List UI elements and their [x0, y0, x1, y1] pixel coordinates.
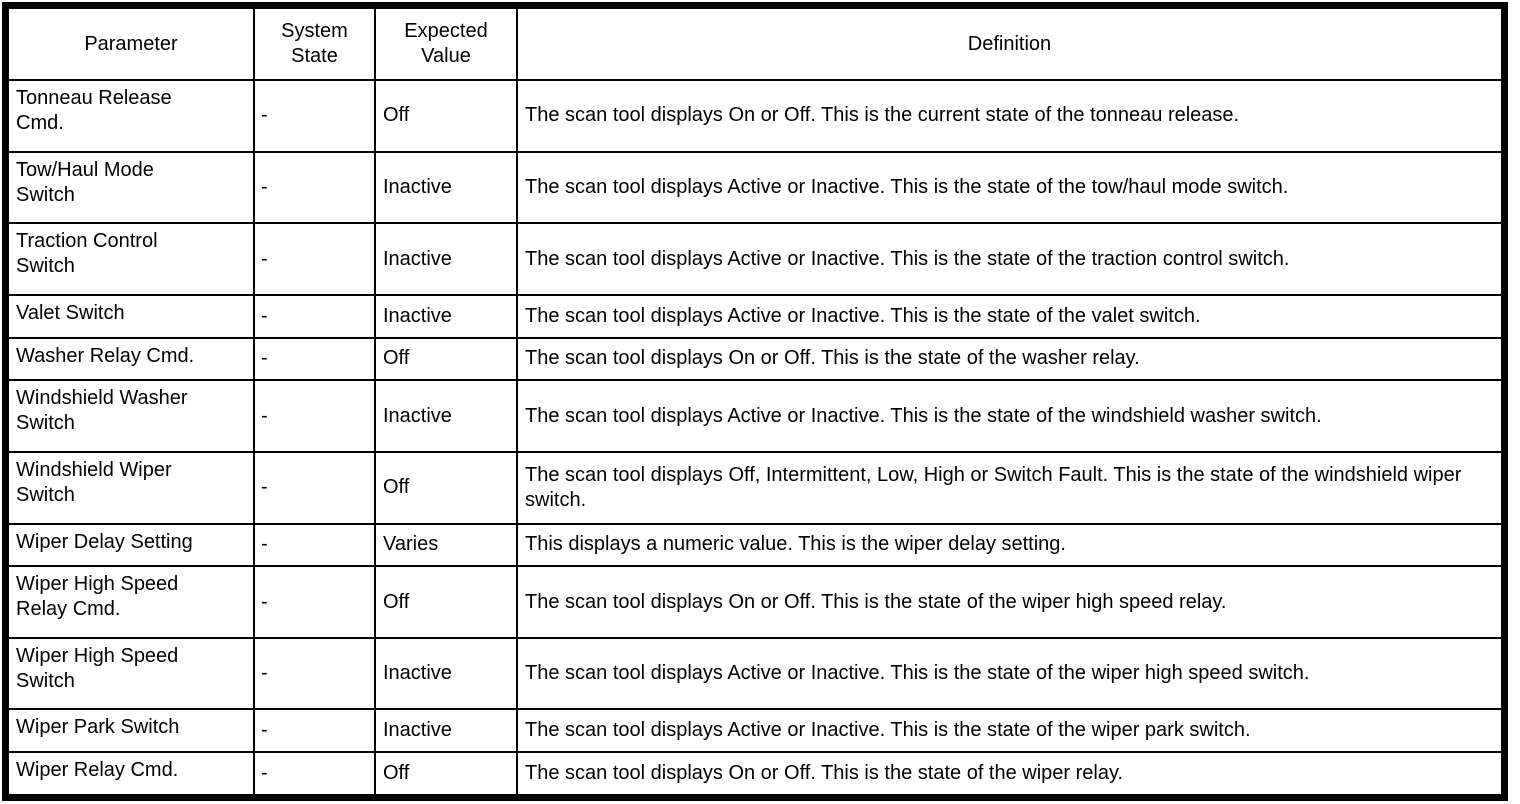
table-row: Windshield Washer Switch - Inactive The …: [7, 379, 1503, 453]
cell-system-state: -: [253, 751, 376, 796]
cell-system-state: -: [253, 379, 376, 453]
cell-definition: The scan tool displays On or Off. This i…: [516, 336, 1503, 382]
table-row: Wiper Park Switch - Inactive The scan to…: [7, 708, 1503, 754]
cell-system-state: -: [253, 450, 376, 525]
cell-parameter: Washer Relay Cmd.: [7, 336, 255, 382]
table-row: Washer Relay Cmd. - Off The scan tool di…: [7, 336, 1503, 382]
cell-system-state: -: [253, 565, 376, 639]
cell-definition: The scan tool displays Active or Inactiv…: [516, 222, 1503, 296]
table-header: Parameter System State Expected Value De…: [7, 7, 1503, 81]
cell-expected-value: Off: [374, 751, 518, 796]
cell-system-state: -: [253, 222, 376, 296]
table-row: Wiper Relay Cmd. - Off The scan tool dis…: [7, 751, 1503, 796]
column-header-system-state: System State: [253, 7, 376, 81]
cell-expected-value: Off: [374, 79, 518, 153]
cell-definition: The scan tool displays Active or Inactiv…: [516, 379, 1503, 453]
cell-parameter: Valet Switch: [7, 293, 255, 339]
cell-expected-value: Off: [374, 450, 518, 525]
cell-definition: The scan tool displays Active or Inactiv…: [516, 708, 1503, 754]
table-row: Wiper High Speed Switch - Inactive The s…: [7, 636, 1503, 711]
cell-system-state: -: [253, 150, 376, 225]
cell-expected-value: Inactive: [374, 708, 518, 754]
cell-definition: The scan tool displays Active or Inactiv…: [516, 293, 1503, 339]
cell-expected-value: Inactive: [374, 379, 518, 453]
cell-parameter: Windshield Washer Switch: [7, 379, 255, 453]
cell-system-state: -: [253, 522, 376, 568]
cell-definition: The scan tool displays On or Off. This i…: [516, 565, 1503, 639]
table-row: Tow/Haul Mode Switch - Inactive The scan…: [7, 150, 1503, 225]
cell-parameter: Wiper Park Switch: [7, 708, 255, 754]
cell-system-state: -: [253, 336, 376, 382]
table-row: Tonneau Release Cmd. - Off The scan tool…: [7, 79, 1503, 153]
cell-parameter: Traction Control Switch: [7, 222, 255, 296]
cell-parameter: Wiper High Speed Switch: [7, 636, 255, 711]
table-row: Windshield Wiper Switch - Off The scan t…: [7, 450, 1503, 525]
cell-definition: This displays a numeric value. This is t…: [516, 522, 1503, 568]
column-header-expected-value: Expected Value: [374, 7, 518, 81]
cell-definition: The scan tool displays On or Off. This i…: [516, 751, 1503, 796]
column-header-parameter: Parameter: [7, 7, 255, 81]
cell-expected-value: Inactive: [374, 636, 518, 711]
cell-definition: The scan tool displays On or Off. This i…: [516, 79, 1503, 153]
cell-definition: The scan tool displays Off, Intermittent…: [516, 450, 1503, 525]
table-body: Tonneau Release Cmd. - Off The scan tool…: [7, 79, 1503, 796]
cell-expected-value: Inactive: [374, 293, 518, 339]
cell-parameter: Tonneau Release Cmd.: [7, 79, 255, 153]
table-header-row: Parameter System State Expected Value De…: [7, 7, 1503, 81]
cell-system-state: -: [253, 79, 376, 153]
cell-system-state: -: [253, 293, 376, 339]
cell-parameter: Wiper Relay Cmd.: [7, 751, 255, 796]
table-row: Valet Switch - Inactive The scan tool di…: [7, 293, 1503, 339]
parameter-definition-table: Parameter System State Expected Value De…: [7, 7, 1503, 796]
cell-expected-value: Varies: [374, 522, 518, 568]
column-header-definition: Definition: [516, 7, 1503, 81]
cell-parameter: Tow/Haul Mode Switch: [7, 150, 255, 225]
cell-system-state: -: [253, 708, 376, 754]
table-row: Wiper Delay Setting - Varies This displa…: [7, 522, 1503, 568]
cell-definition: The scan tool displays Active or Inactiv…: [516, 150, 1503, 225]
table-row: Wiper High Speed Relay Cmd. - Off The sc…: [7, 565, 1503, 639]
cell-expected-value: Off: [374, 565, 518, 639]
table-row: Traction Control Switch - Inactive The s…: [7, 222, 1503, 296]
cell-expected-value: Inactive: [374, 222, 518, 296]
cell-definition: The scan tool displays Active or Inactiv…: [516, 636, 1503, 711]
cell-system-state: -: [253, 636, 376, 711]
cell-expected-value: Inactive: [374, 150, 518, 225]
cell-expected-value: Off: [374, 336, 518, 382]
cell-parameter: Wiper High Speed Relay Cmd.: [7, 565, 255, 639]
cell-parameter: Wiper Delay Setting: [7, 522, 255, 568]
cell-parameter: Windshield Wiper Switch: [7, 450, 255, 525]
